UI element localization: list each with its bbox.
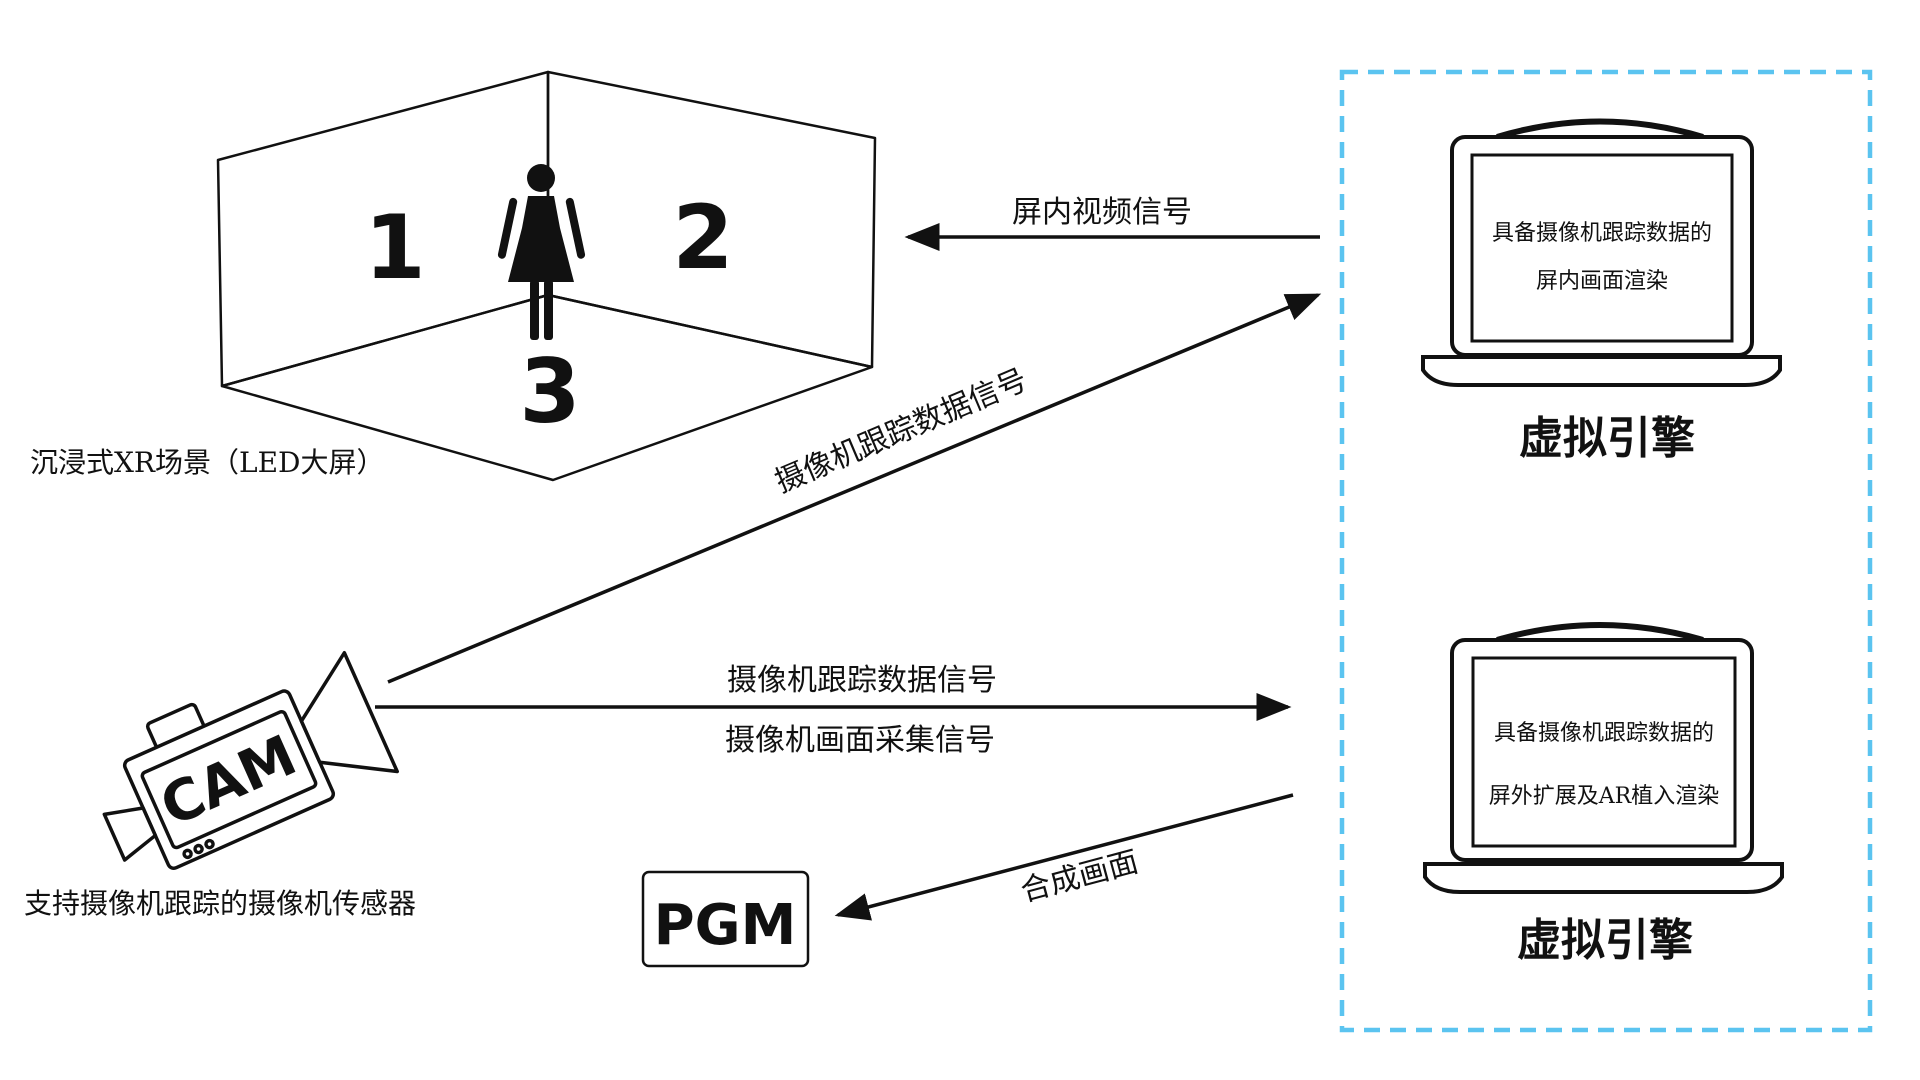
label-tracking-horizontal: 摄像机跟踪数据信号 <box>727 663 997 698</box>
laptop-handle <box>1496 118 1704 140</box>
camera-lens-hood <box>299 650 399 774</box>
person-icon <box>497 164 586 340</box>
engine-laptop-1: 具备摄像机跟踪数据的 屏内画面渲染 <box>1421 118 1782 387</box>
wall-number-2: 2 <box>672 186 733 289</box>
engine-2-screen-text-line2: 屏外扩展及AR植入渲染 <box>1489 784 1719 809</box>
floor-number-3: 3 <box>519 340 580 443</box>
engine-2-name: 虚拟引擎 <box>1517 915 1693 966</box>
engine-laptop-2: 具备摄像机跟踪数据的 屏外扩展及AR植入渲染 <box>1423 622 1784 894</box>
arrow-tracking-to-engine-1 <box>387 293 1322 684</box>
wall-number-1: 1 <box>364 196 425 299</box>
pgm-box <box>641 870 810 968</box>
laptop-base <box>1421 355 1782 387</box>
arrow-composite-to-pgm <box>834 793 1294 921</box>
camera-badge-frame <box>140 709 318 850</box>
laptop-base <box>1423 862 1784 894</box>
label-capture-signal: 摄像机画面采集信号 <box>725 723 995 758</box>
engine-1-screen-text-line1: 具备摄像机跟踪数据的 <box>1492 221 1712 246</box>
camera-viewfinder <box>102 806 158 862</box>
laptop-screen <box>1471 656 1737 848</box>
engine-1-screen-text-line2: 屏内画面渲染 <box>1536 269 1668 294</box>
camera-icon <box>102 650 399 870</box>
engine-2-screen-text-line1: 具备摄像机跟踪数据的 <box>1494 721 1714 746</box>
led-floor <box>220 293 874 482</box>
label-composite: 合成画面 <box>1017 844 1142 909</box>
pgm-label: PGM <box>654 893 797 958</box>
laptop-handle <box>1496 622 1704 643</box>
camera-caption: 支持摄像机跟踪的摄像机传感器 <box>24 887 416 920</box>
engine-group-border <box>1339 69 1873 1033</box>
laptop-screen <box>1470 153 1734 343</box>
label-in-screen-video: 屏内视频信号 <box>1012 195 1192 230</box>
engine-1-name: 虚拟引擎 <box>1519 413 1695 464</box>
scene-caption: 沉浸式XR场景（LED大屏） <box>30 446 385 479</box>
